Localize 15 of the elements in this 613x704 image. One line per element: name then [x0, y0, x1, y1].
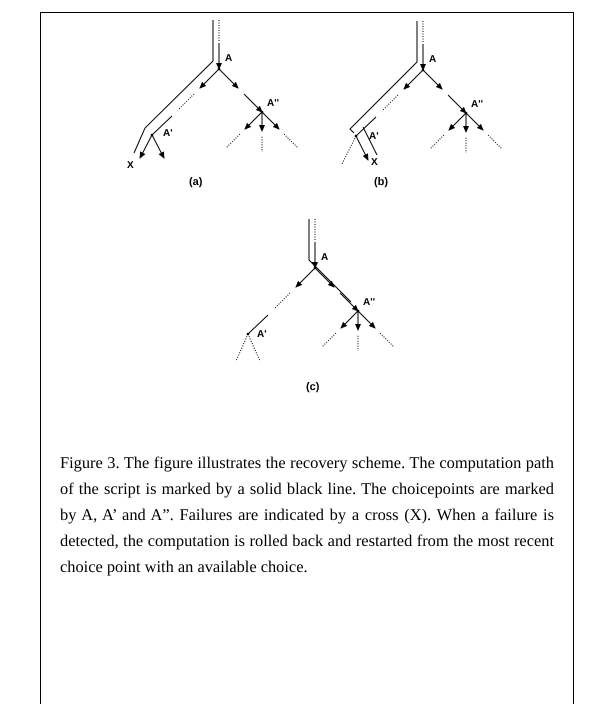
- choice-point-label: A: [225, 54, 232, 64]
- choice-point-label: A': [163, 129, 173, 139]
- choice-point-label: A: [429, 55, 436, 65]
- choice-point-label: A': [369, 132, 379, 142]
- panel-label: (a): [189, 177, 202, 188]
- failure-mark: X: [127, 161, 134, 171]
- choice-point-label: A'': [471, 100, 483, 110]
- choice-point-label: A'': [267, 99, 279, 109]
- caption: Figure 3. The figure illustrates the recovery scheme. The computation path of the script is marked by a solid black line. The choicepoints are marked by A, A’ and A”. Failures are indicated by a cross (X). When a failure is detected, the computation is rolled back and restarted from the most recent choice point with an available choice.: [60, 452, 554, 578]
- panel-label: (b): [374, 177, 388, 188]
- choice-point-label: A: [321, 253, 328, 263]
- failure-mark: X: [371, 158, 378, 168]
- choice-point-label: A'': [363, 298, 375, 308]
- choice-point-label: A': [257, 330, 267, 340]
- panel-label: (c): [306, 382, 320, 393]
